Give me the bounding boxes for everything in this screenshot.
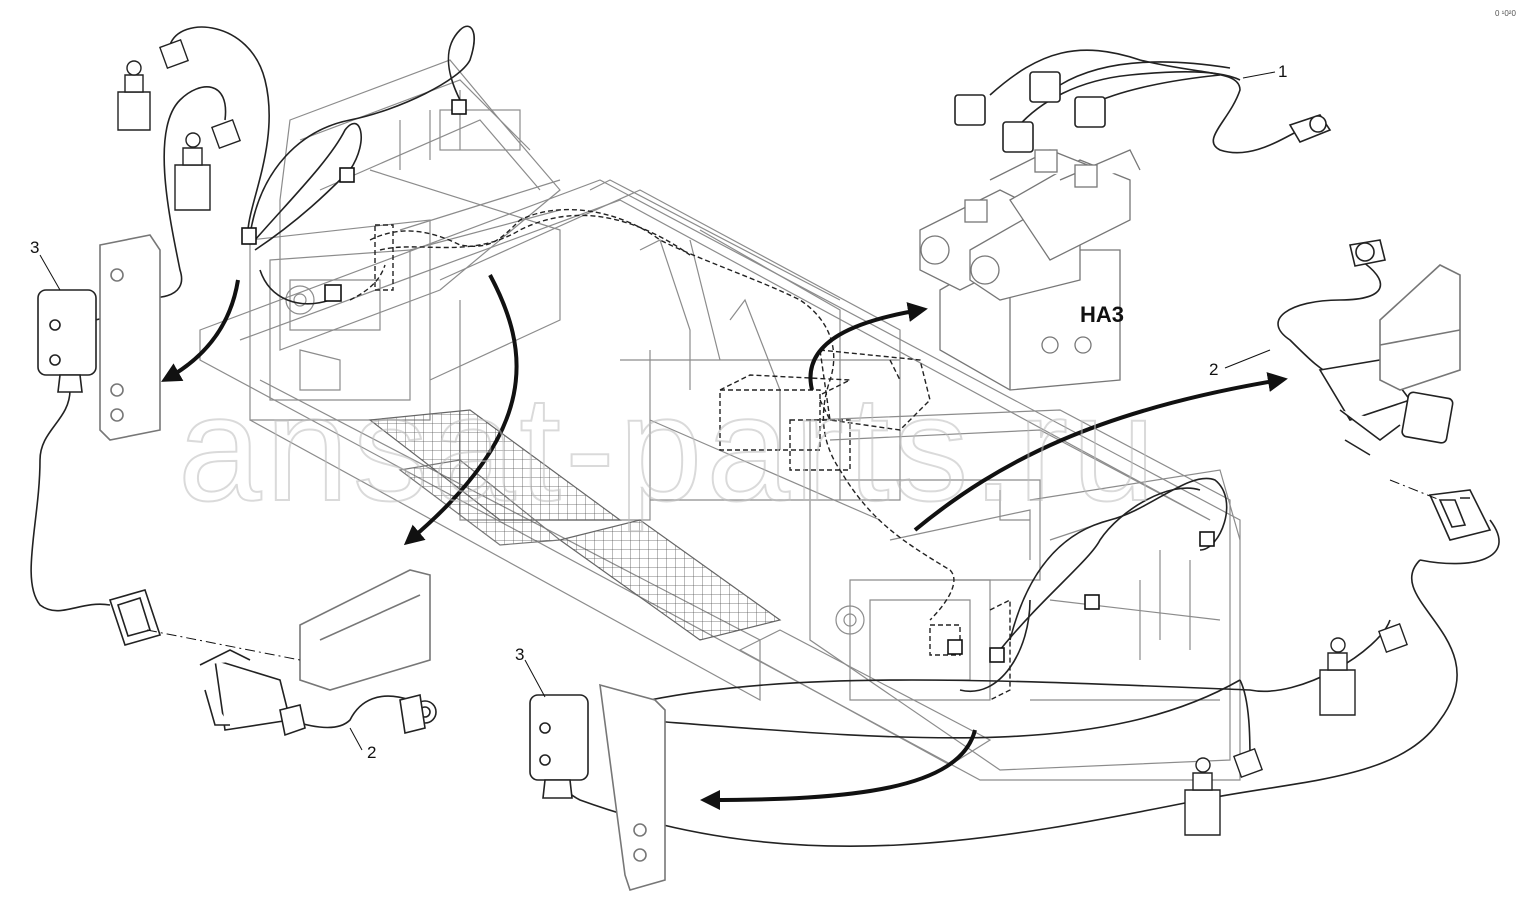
harness-item-2-right	[1277, 239, 1500, 565]
callout-2-left: 2	[367, 743, 376, 762]
switch-box-left	[37, 234, 161, 441]
valve-block-ha3	[919, 149, 1141, 391]
frame-connectors	[241, 99, 1215, 663]
harness-item-1	[954, 49, 1332, 154]
valve-designation-label: HA3	[1080, 302, 1124, 327]
machine-frame	[199, 59, 1241, 781]
dashed-routing	[349, 208, 1011, 701]
routing-arrows	[161, 274, 1288, 810]
callout-3-left: 3	[30, 238, 39, 257]
cables-bottom-right	[553, 477, 1458, 847]
callout-leaders	[39, 71, 1441, 751]
callout-1: 1	[1278, 62, 1287, 81]
harness-item-2-left	[108, 569, 437, 737]
sensors	[117, 39, 1408, 836]
callout-3-right: 3	[515, 645, 524, 664]
corner-mark: 0 ¹0²0	[1495, 9, 1516, 18]
callout-2-right: 2	[1209, 360, 1218, 379]
switch-box-right	[529, 683, 666, 891]
watermark: ansat-parts.ru	[178, 364, 1159, 532]
